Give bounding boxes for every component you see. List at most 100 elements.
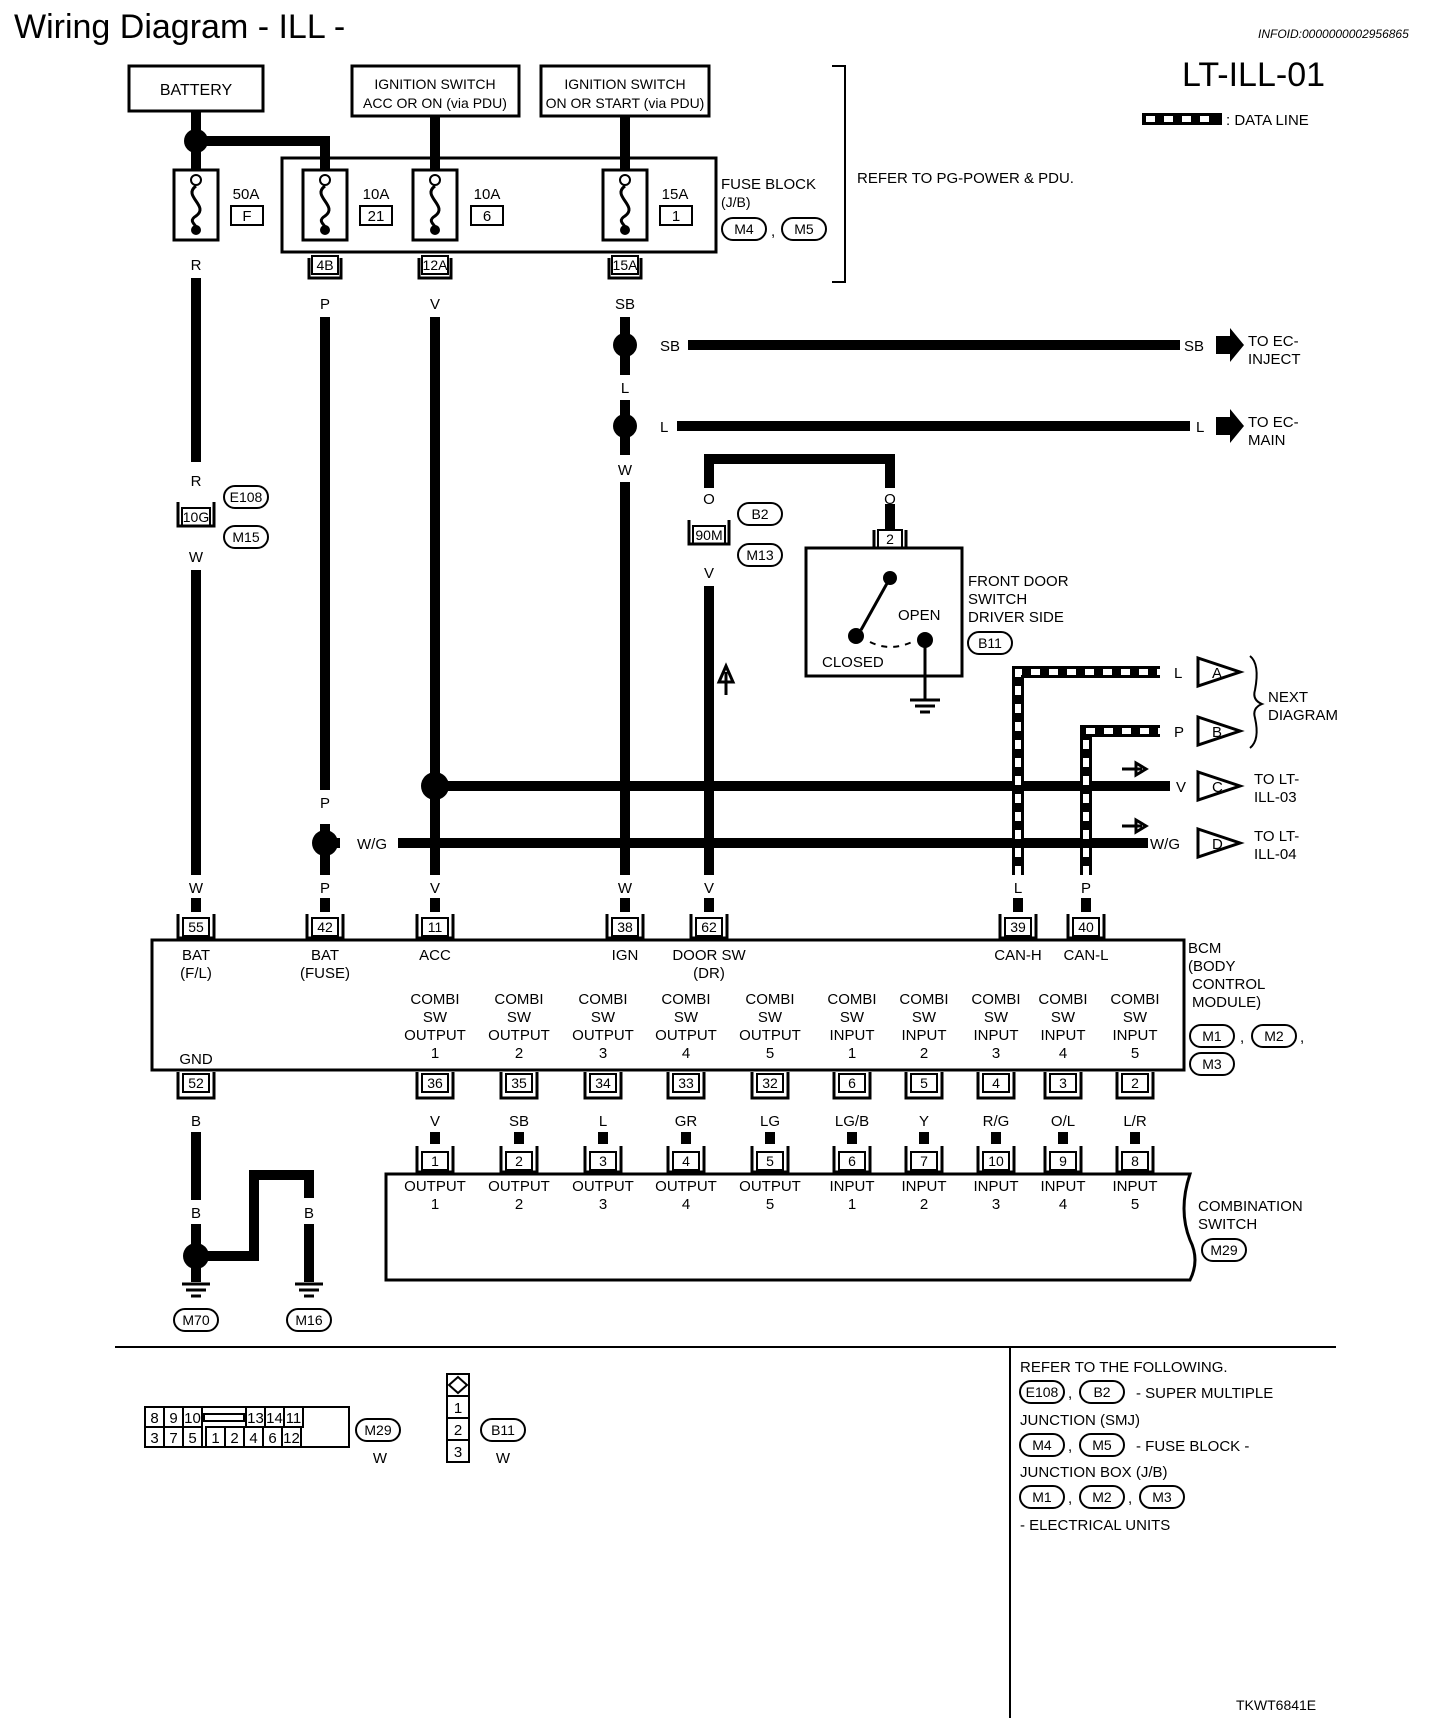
svg-text:1: 1: [454, 1400, 462, 1417]
bcm-combi-label: 4: [1059, 1045, 1067, 1062]
combi-switch-label: 5: [766, 1196, 774, 1213]
conn-m5-oval: [781, 217, 827, 241]
bcm-combi-label: 1: [848, 1045, 856, 1062]
bcm-combi-label: OUTPUT: [739, 1027, 801, 1044]
ground-m16-icon: [295, 1282, 323, 1298]
to-ec-main-2: MAIN: [1248, 432, 1286, 449]
svg-text:4B: 4B: [316, 257, 333, 273]
conn-m4-oval: [721, 217, 767, 241]
ground-m70: M70: [182, 1312, 209, 1328]
bcm-pin-35: 35: [511, 1075, 527, 1091]
fuse-1-amp: 15A: [662, 186, 689, 203]
door-switch-terminal: 2: [886, 531, 894, 547]
to-lt-ill-04-1: TO LT-: [1254, 828, 1299, 845]
wire-door-o-right: O: [884, 491, 896, 508]
svg-text:10G: 10G: [183, 509, 209, 525]
bcm-combi-label: SW: [984, 1009, 1009, 1026]
battery-box: BATTERY: [127, 64, 265, 113]
bcm-combi-label: INPUT: [1113, 1027, 1158, 1044]
wire-bcm-38: W: [618, 880, 633, 897]
diagram-title: Wiring Diagram - ILL -: [14, 8, 345, 46]
svg-text:C: C: [1212, 779, 1223, 796]
fuse-block-jb: (J/B): [721, 194, 751, 210]
bcm-combi-label: SW: [423, 1009, 448, 1026]
bcm-combi-label: SW: [758, 1009, 783, 1026]
splice-ec-inject: [613, 333, 637, 357]
conn-m15: M15: [232, 529, 259, 545]
wire-bcm-40: P: [1081, 880, 1091, 897]
wire-d-wg: W/G: [1150, 836, 1180, 853]
conn-b11-oval: [967, 631, 1013, 655]
svg-text:,: ,: [1128, 1490, 1132, 1507]
conn-b2-oval: [737, 502, 783, 526]
bcm-combi-label: 3: [992, 1045, 1000, 1062]
combi-switch-pin-10: 10: [988, 1153, 1004, 1169]
fuse-50a-amp: 50A: [233, 186, 260, 203]
bcm-pin-label: IGN: [612, 947, 639, 964]
bcm-name-3: CONTROL: [1192, 976, 1265, 993]
fuse-6-amp: 10A: [474, 186, 501, 203]
bcm-pin-label: BAT: [182, 947, 210, 964]
bcm-combi-label: OUTPUT: [572, 1027, 634, 1044]
bcm-pin-6: 6: [848, 1075, 856, 1091]
to-lt-ill-03-1: TO LT-: [1254, 771, 1299, 788]
m29-cavity: 2: [230, 1430, 238, 1447]
combi-switch-label: 3: [599, 1196, 607, 1213]
bcm-pin-label: ACC: [419, 947, 451, 964]
wire-b-p: P: [1174, 724, 1184, 741]
bcm-combi-label: SW: [840, 1009, 865, 1026]
to-lt-ill-04-2: ILL-04: [1254, 846, 1297, 863]
diagram-code: LT-ILL-01: [1182, 56, 1325, 94]
to-lt-ill-03-2: ILL-03: [1254, 789, 1297, 806]
svg-text:39: 39: [1010, 919, 1026, 935]
arrow-ec-inject-icon: [1216, 328, 1244, 362]
conn-b11: B11: [978, 635, 1002, 651]
ign-acc-line1: IGNITION SWITCH: [374, 76, 495, 92]
refer-jb-2: JUNCTION BOX (J/B): [1020, 1464, 1168, 1481]
bcm-pin-2: 2: [1131, 1075, 1139, 1091]
fuse-50a-id: F: [242, 208, 251, 225]
bcm-combi-label: COMBI: [661, 991, 710, 1008]
combi-switch-label: INPUT: [902, 1178, 947, 1195]
wire-sb-end: SB: [1184, 338, 1204, 355]
combi-switch-pin-9: 9: [1059, 1153, 1067, 1169]
connector-d: D: [1196, 826, 1245, 860]
svg-text:38: 38: [617, 919, 633, 935]
bcm-combi-label: INPUT: [902, 1027, 947, 1044]
wire-combi-1: V: [430, 1113, 440, 1130]
wire-battery-mid: R: [191, 473, 202, 490]
front-door-switch: 2 OPEN CLOSED: [804, 504, 964, 714]
bcm-combi-label: OUTPUT: [404, 1027, 466, 1044]
view-b11-label: B11: [491, 1422, 515, 1438]
svg-text:11: 11: [428, 919, 443, 935]
wire-ign-w: W: [618, 462, 633, 479]
svg-text:D: D: [1212, 836, 1223, 853]
combination-switch-name-1: COMBINATION: [1198, 1198, 1303, 1215]
svg-text:,: ,: [1068, 1438, 1072, 1455]
conn-m29: M29: [1210, 1242, 1237, 1258]
fuse-21-id: 21: [368, 208, 385, 225]
combi-switch-label: INPUT: [830, 1178, 875, 1195]
combi-switch-label: INPUT: [974, 1178, 1019, 1195]
wire-acc-v: V: [430, 296, 440, 313]
arrow-ec-main-icon: [1216, 409, 1244, 443]
ground-m16: M16: [295, 1312, 322, 1328]
wire-combi-3: L: [599, 1113, 607, 1130]
bcm-combi-label: SW: [1051, 1009, 1076, 1026]
wire-gnd-b2: B: [191, 1205, 201, 1222]
terminal-4b: 4B: [307, 255, 343, 280]
bcm-pin-32: 32: [762, 1075, 778, 1091]
m29-cavity: 8: [150, 1410, 158, 1427]
wire-combi-5: LG: [760, 1113, 780, 1130]
fuse-block-label: FUSE BLOCK: [721, 176, 816, 193]
conn-e108: E108: [230, 489, 263, 505]
connector-a: A: [1196, 655, 1245, 689]
conn-m2: M2: [1264, 1028, 1284, 1044]
wire-c-v: V: [1176, 779, 1186, 796]
